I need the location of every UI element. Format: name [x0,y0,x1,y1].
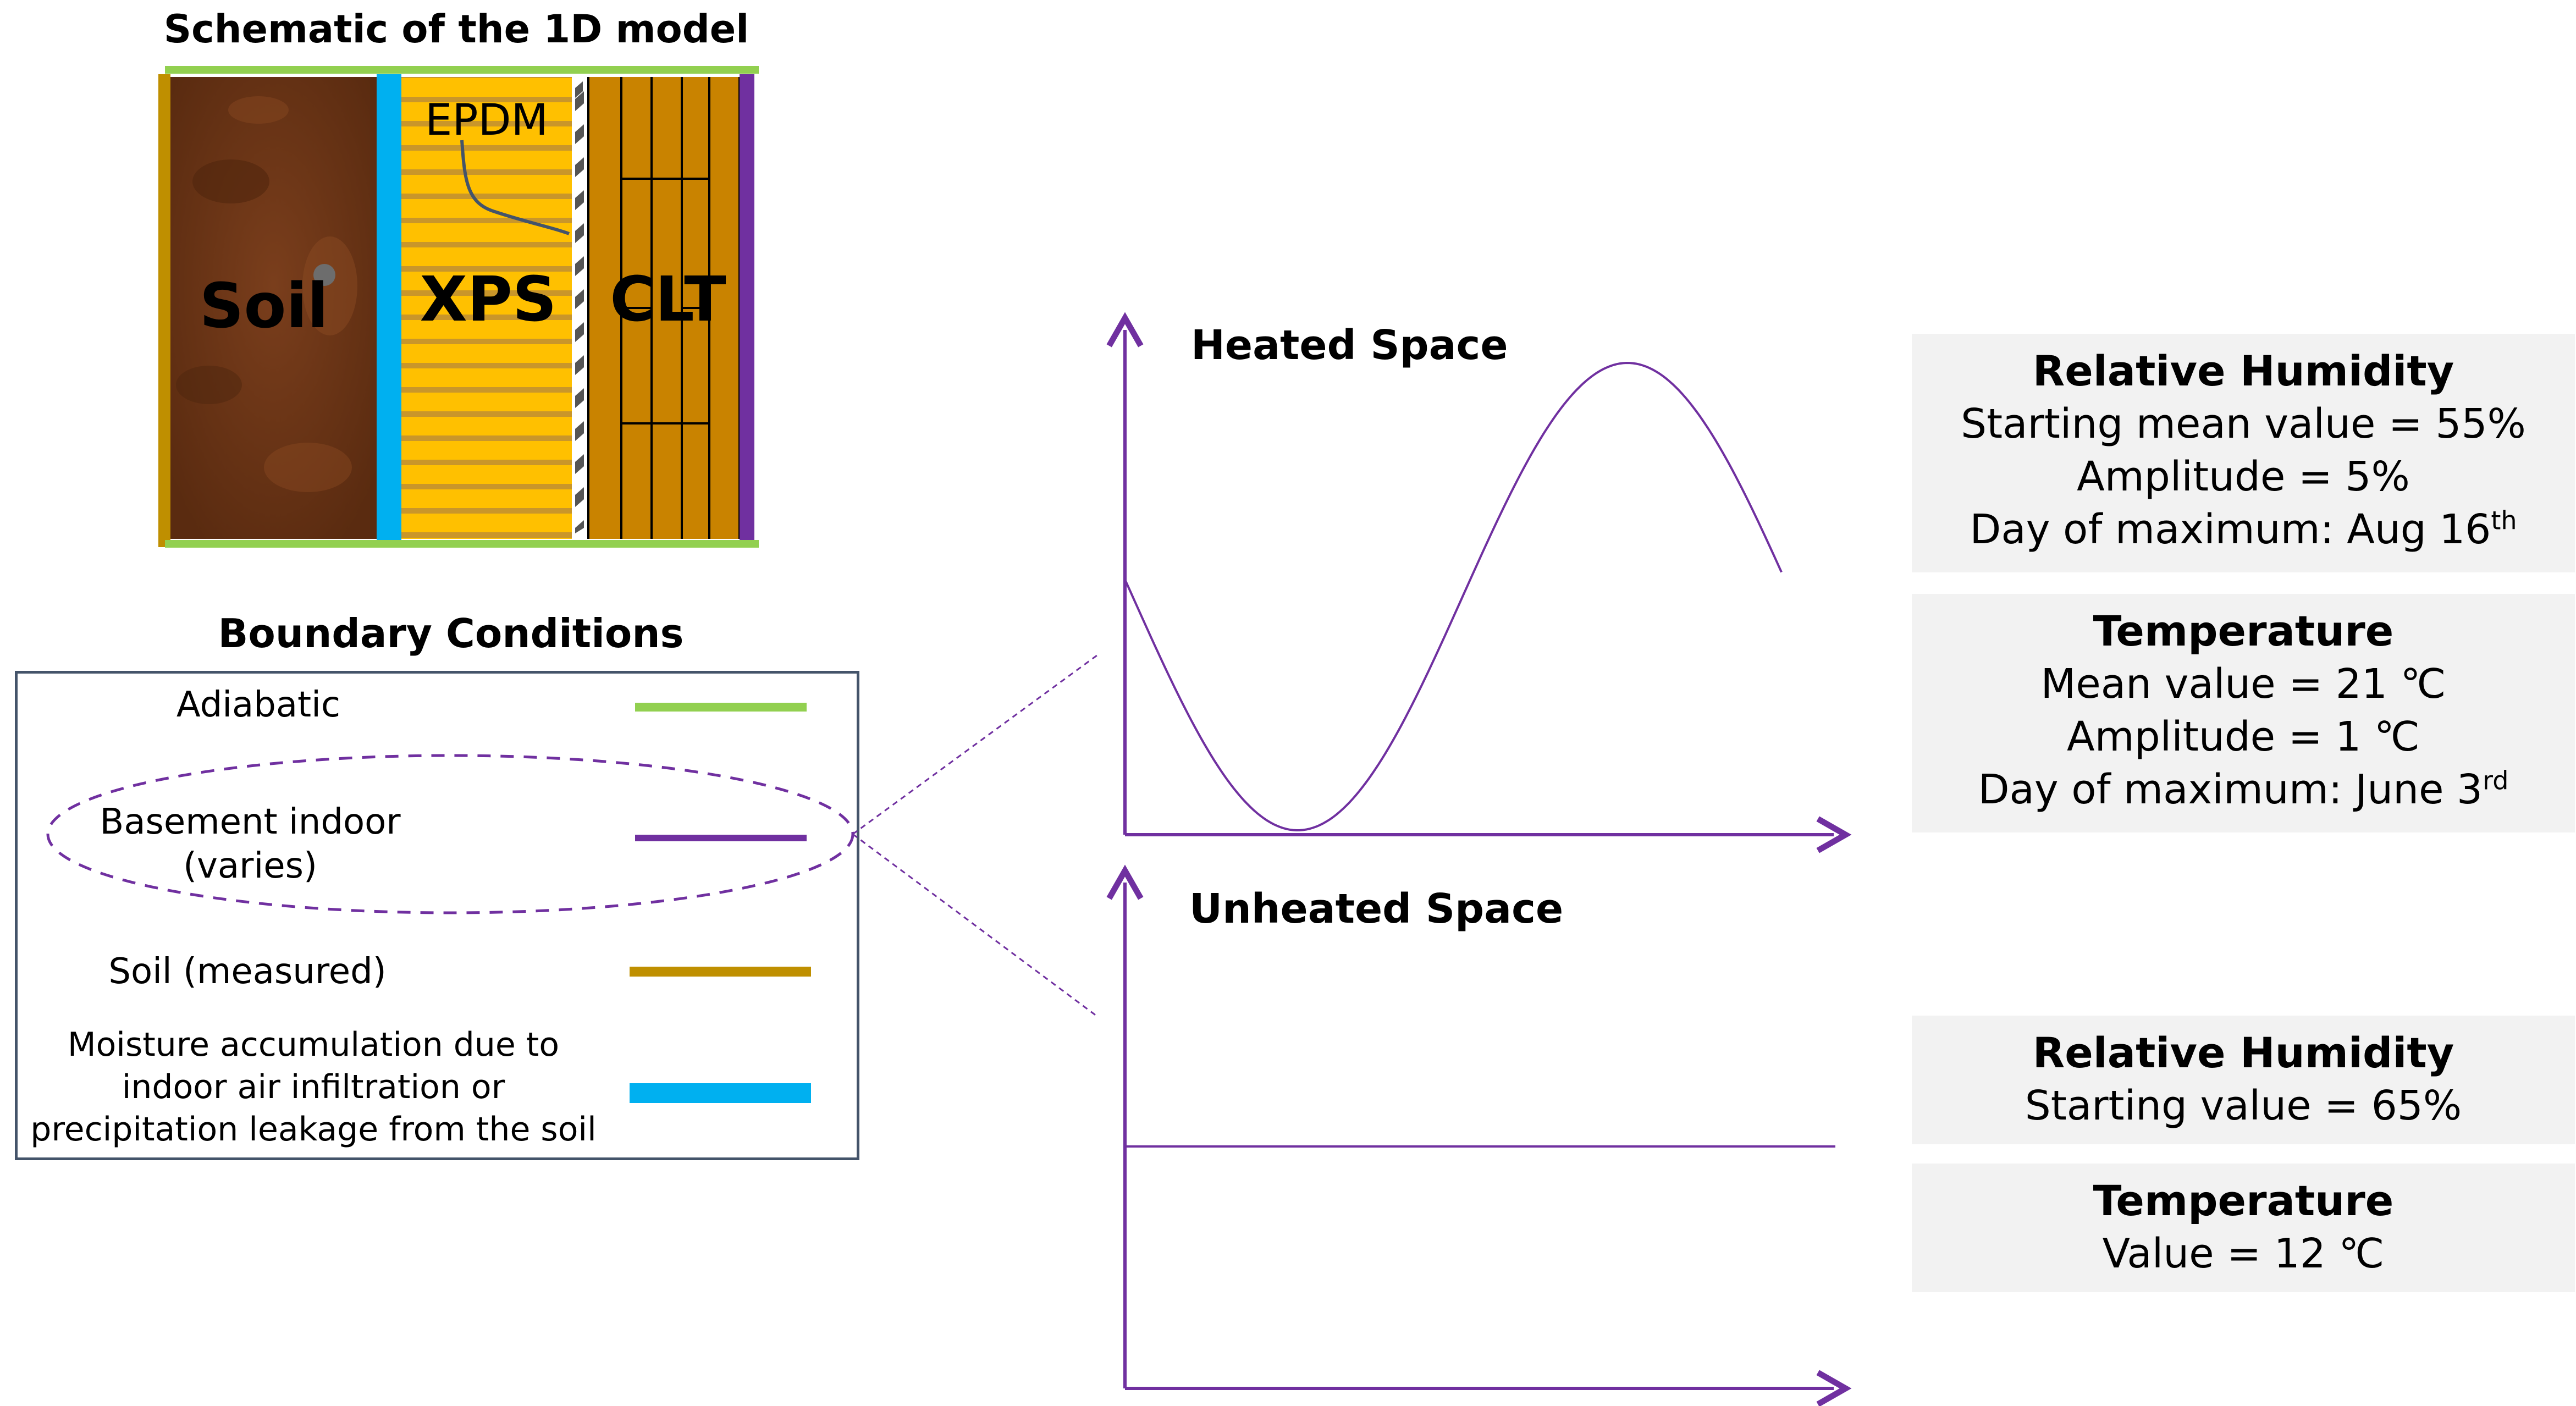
legend-moisture-line3: precipitation leakage from the soil [30,1110,597,1149]
unheated-rh-panel: Relative Humidity Starting value = 65% [1912,1016,2575,1144]
legend-basement-swatch [635,835,807,841]
heated-rh-panel: Relative Humidity Starting mean value = … [1912,334,2575,572]
connector-lower [852,833,1097,1017]
heated-temp-title: Temperature [2093,606,2394,655]
heated-rh-line2: Amplitude = 5% [2077,453,2410,500]
heated-space-title: Heated Space [1191,322,1508,369]
heated-temp-line3: Day of maximum: June 3rd [1912,763,2575,816]
unheated-rh-line1: Starting value = 65% [2025,1082,2462,1129]
legend-adiabatic-label: Adiabatic [176,685,341,725]
legend-adiabatic-swatch [635,703,807,712]
moisture-layer [377,74,401,544]
legend-moisture-swatch [630,1083,811,1103]
soil-boundary-line [158,74,170,547]
adiabatic-top-line [165,66,759,74]
epdm-membrane [572,77,588,539]
heated-rh-day-sup: th [2491,505,2517,536]
legend-soil-swatch [630,967,811,977]
legend-moisture-label: Moisture accumulation due to indoor air … [22,1024,605,1151]
legend-soil-label: Soil (measured) [108,951,387,992]
indoor-boundary-line [740,74,754,547]
heated-sine-curve [1124,361,1783,832]
unheated-temp-title: Temperature [2093,1176,2394,1225]
heated-temp-panel: Temperature Mean value = 21 ℃ Amplitude … [1912,594,2575,832]
schematic-title: Schematic of the 1D model [163,7,749,52]
soil-layer [170,77,377,539]
clt-label: CLT [610,264,726,335]
unheated-rh-title: Relative Humidity [2032,1028,2454,1077]
heated-temp-day-sup: rd [2483,765,2509,796]
adiabatic-bottom-line [165,540,759,548]
heated-rh-line1: Starting mean value = 55% [1961,400,2526,448]
unheated-temp-panel: Temperature Value = 12 ℃ [1912,1164,2575,1292]
heated-rh-title: Relative Humidity [2032,346,2454,395]
schematic-diagram: Soil XPS CLT EPDM [158,66,759,548]
unheated-temp-line1: Value = 12 ℃ [2102,1230,2385,1277]
legend-basement-line1: Basement indoor [100,802,401,842]
basement-highlight-ellipse [46,754,854,914]
soil-label: Soil [200,271,328,342]
heated-rh-line3: Day of maximum: Aug 16th [1912,503,2575,556]
legend-moisture-line1: Moisture accumulation due to [67,1025,560,1064]
heated-rh-day-main: Day of maximum: Aug 16 [1970,506,2491,553]
legend-moisture-line2: indoor air infiltration or [122,1068,505,1106]
xps-label: XPS [420,264,556,335]
xps-layer [401,77,572,539]
heated-temp-day-main: Day of maximum: June 3 [1978,766,2483,813]
legend-basement-label: Basement indoor (varies) [60,800,440,888]
epdm-label: EPDM [425,96,548,145]
boundary-title: Boundary Conditions [218,610,684,657]
legend-basement-line2: (varies) [183,846,317,886]
epdm-leader [460,140,570,235]
heated-temp-line1: Mean value = 21 ℃ [2040,660,2446,708]
connector-upper [852,654,1097,835]
heated-graph [1106,312,1852,853]
unheated-space-title: Unheated Space [1189,885,1564,933]
heated-temp-line2: Amplitude = 1 ℃ [2067,713,2420,760]
unheated-graph [1106,864,1852,1406]
boundary-legend-box [15,671,859,1160]
